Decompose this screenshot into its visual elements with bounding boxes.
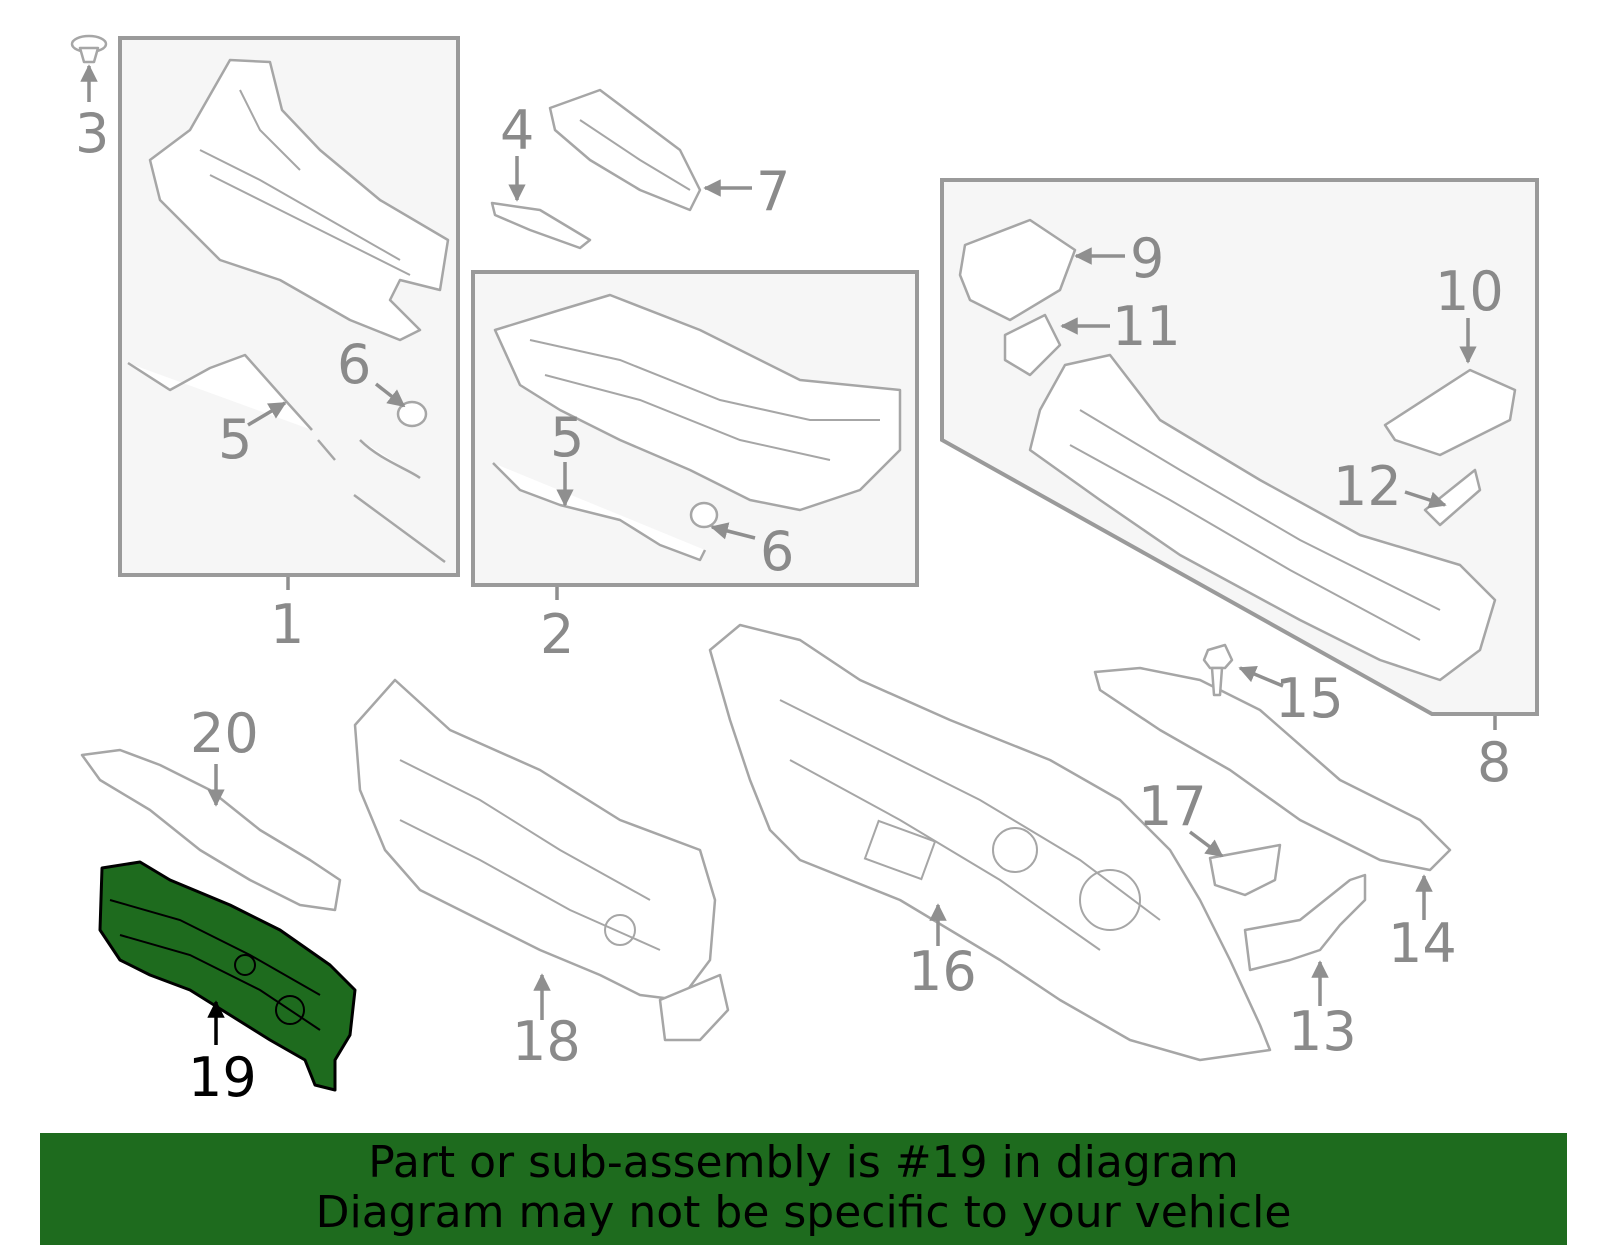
callout-5b: 5 [550,406,584,469]
part-3-clip[interactable] [70,34,108,64]
callout-15: 15 [1275,667,1344,730]
part-6-nozzle-b[interactable] [689,501,719,529]
part-18-small-bracket[interactable] [658,973,730,1042]
part-16-dash-panel[interactable] [708,623,1272,1062]
part-14-reinforcement[interactable] [1093,666,1452,872]
callout-6b: 6 [760,520,794,583]
callout-20: 20 [190,702,259,765]
part-18-dash-insulator[interactable] [353,678,717,1002]
leader-6a [374,382,406,408]
callout-4: 4 [500,99,534,162]
callout-5a: 5 [218,408,252,471]
callout-3: 3 [75,102,109,165]
part-7-bracket[interactable] [548,88,702,212]
info-banner: Part or sub-assembly is #19 in diagram D… [40,1133,1567,1245]
part-4-bracket[interactable] [490,201,592,250]
leader-12 [1404,490,1447,509]
part-17-bracket[interactable] [1208,843,1282,897]
part-15-bolt[interactable] [1202,643,1234,697]
callout-9: 9 [1130,227,1164,290]
callout-2: 2 [540,603,574,666]
part-19-dash-insulator[interactable] [98,860,357,1092]
callout-12: 12 [1333,455,1402,518]
part-5-washer-hose-b[interactable] [492,462,707,562]
callout-6a: 6 [337,333,371,396]
callout-7: 7 [756,160,790,223]
part-2-cowl-panel[interactable] [493,293,902,512]
callout-11: 11 [1112,295,1181,358]
callout-8: 8 [1477,731,1511,794]
callout-18: 18 [512,1010,581,1073]
part-10-bracket[interactable] [1383,368,1517,457]
part-12-bracket[interactable] [1423,468,1482,527]
part-5-washer-hose-a[interactable] [127,353,446,564]
part-6-nozzle-a[interactable] [359,400,428,480]
callout-10: 10 [1435,260,1504,323]
part-13-bracket[interactable] [1243,873,1367,972]
leader-6b [710,522,756,540]
leader-5a [247,401,287,427]
callout-13: 13 [1288,1000,1357,1063]
part-20-insulator[interactable] [80,748,342,912]
callout-14: 14 [1388,912,1457,975]
callout-17: 17 [1138,775,1207,838]
part-1-cowl-panel[interactable] [148,58,450,342]
banner-line-2: Diagram may not be specific to your vehi… [315,1187,1292,1238]
callout-16: 16 [908,940,977,1003]
banner-line-1: Part or sub-assembly is #19 in diagram [368,1137,1239,1188]
part-9-bracket[interactable] [958,218,1077,322]
callout-19: 19 [188,1046,257,1109]
part-8-cowl-assembly[interactable] [1028,353,1497,682]
part-11-bracket[interactable] [1003,313,1062,377]
leader-17 [1188,830,1224,858]
callout-1: 1 [270,593,304,656]
leader-15 [1238,666,1284,688]
